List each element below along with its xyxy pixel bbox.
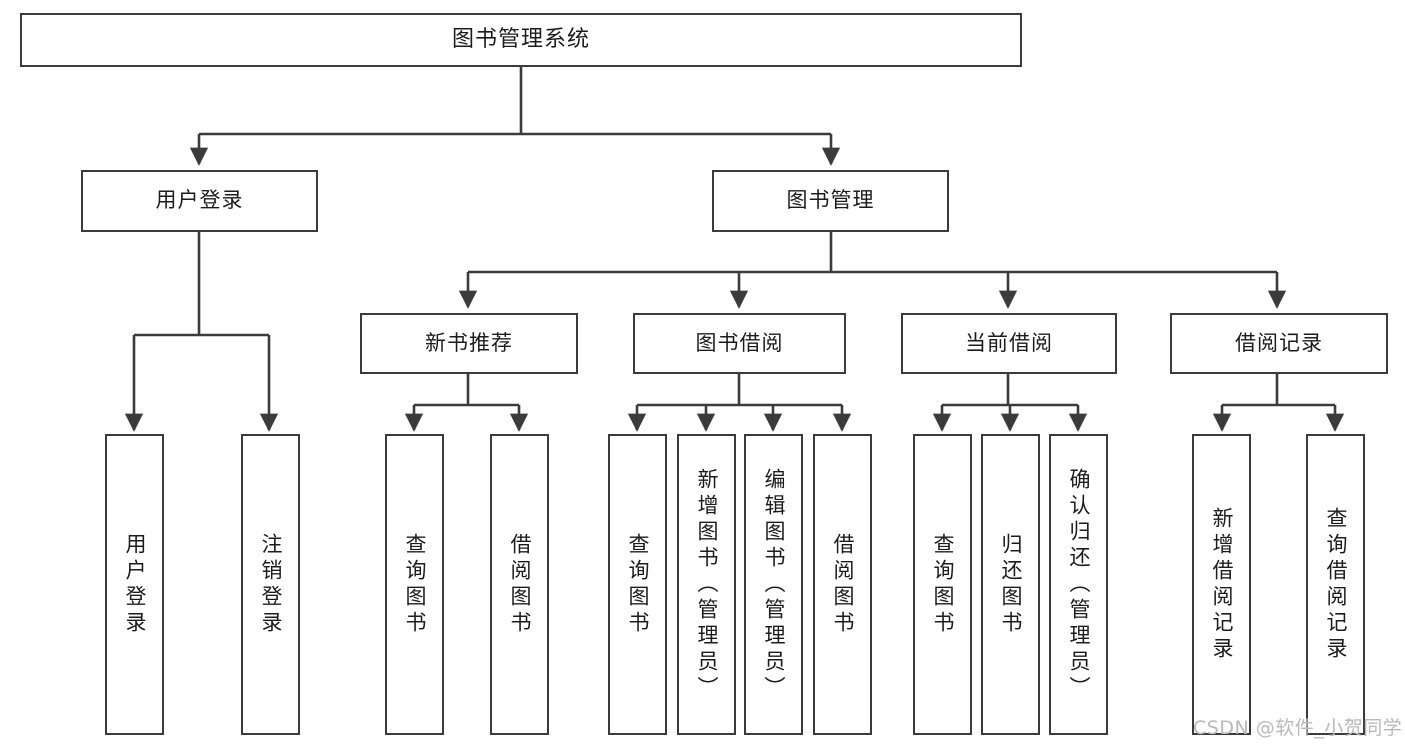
- node-book-borrow[interactable]: 图书借阅: [633, 313, 846, 374]
- node-root[interactable]: 图书管理系统: [20, 13, 1022, 67]
- leaf-user-login[interactable]: 用户登录: [105, 434, 164, 735]
- leaf-add-record[interactable]: 新增借阅记录: [1192, 434, 1251, 735]
- leaf-add-book[interactable]: 新增图书（管理员）: [677, 434, 736, 735]
- node-current-borrow[interactable]: 当前借阅: [901, 313, 1117, 374]
- leaf-confirm-return[interactable]: 确认归还（管理员）: [1049, 434, 1108, 735]
- leaf-return-book[interactable]: 归还图书: [981, 434, 1040, 735]
- leaf-borrow-book-2[interactable]: 借阅图书: [813, 434, 872, 735]
- leaf-edit-book[interactable]: 编辑图书（管理员）: [744, 434, 803, 735]
- node-user-login[interactable]: 用户登录: [81, 170, 318, 232]
- node-book-management[interactable]: 图书管理: [712, 170, 949, 232]
- leaf-logout-login[interactable]: 注销登录: [241, 434, 300, 735]
- leaf-query-book-2[interactable]: 查询图书: [608, 434, 667, 735]
- leaf-query-record[interactable]: 查询借阅记录: [1306, 434, 1365, 735]
- node-new-book-recommend[interactable]: 新书推荐: [360, 313, 578, 374]
- node-borrow-record[interactable]: 借阅记录: [1170, 313, 1388, 374]
- leaf-query-book-3[interactable]: 查询图书: [913, 434, 972, 735]
- leaf-query-book-1[interactable]: 查询图书: [385, 434, 444, 735]
- leaf-borrow-book-1[interactable]: 借阅图书: [490, 434, 549, 735]
